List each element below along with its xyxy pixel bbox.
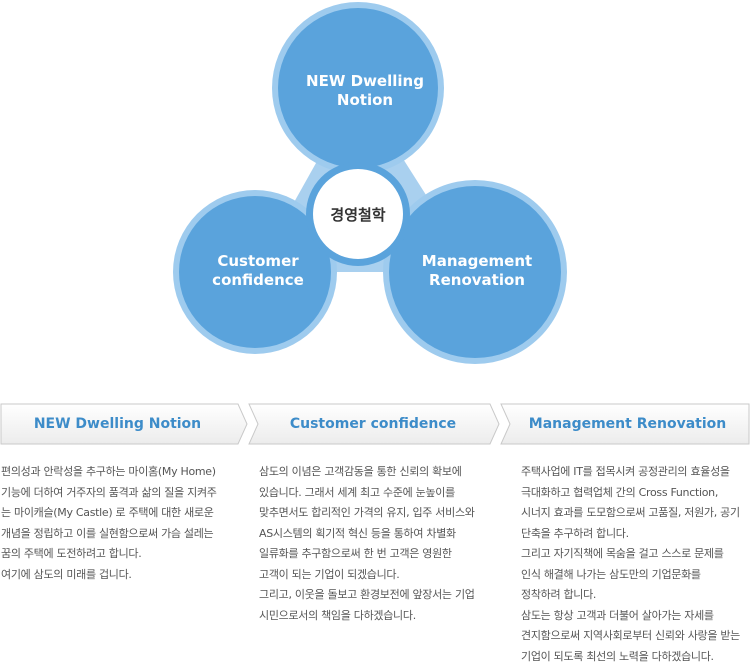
text-line: 시민으로서의 책임을 다하겠습니다. — [259, 606, 499, 627]
text-line: 여기에 삼도의 미래를 겁니다. — [1, 565, 246, 586]
text-line: 는 마이캐슬(My Castle) 로 주택에 대한 새로운 — [1, 503, 246, 524]
circle-left-line1: Customer — [217, 252, 299, 270]
text-line: 단축을 추구하려 합니다. — [521, 524, 750, 545]
text-line: 정착하려 합니다. — [521, 585, 750, 606]
text-line: 기업이 되도록 최선의 노력을 다하겠습니다. — [521, 647, 750, 667]
text-line: 맞추면서도 합리적인 가격의 유지, 입주 서비스와 — [259, 503, 499, 524]
column-management-renovation: 주택사업에 IT를 접목시켜 공정관리의 효율성을 극대화하고 협력업체 간의 … — [521, 462, 750, 667]
text-line: 견지함으로써 지역사회로부터 신뢰와 사랑을 받는 — [521, 626, 750, 647]
circle-right-line2: Renovation — [429, 271, 525, 289]
text-line: 기능에 더하여 거주자의 품격과 삶의 질을 지켜주 — [1, 483, 246, 504]
column-new-dwelling-notion: 편의성과 안락성을 추구하는 마이홈(My Home) 기능에 더하여 거주자의… — [1, 462, 246, 585]
circle-new-dwelling-notion: NEW Dwelling Notion — [272, 2, 444, 174]
text-line: 인식 해결해 나가는 삼도만의 기업문화를 — [521, 565, 750, 586]
text-line: 시너지 효과를 도모함으로써 고품질, 저원가, 공기 — [521, 503, 750, 524]
circle-top-line2: Notion — [337, 91, 393, 109]
text-line: AS시스템의 획기적 혁신 등을 통하여 차별화 — [259, 524, 499, 545]
circle-management-renovation: Management Renovation — [383, 180, 567, 364]
circle-left-line2: confidence — [212, 271, 304, 289]
tab-management-renovation: Management Renovation — [505, 403, 750, 445]
tab-new-dwelling-notion: NEW Dwelling Notion — [0, 403, 235, 445]
philosophy-diagram: NEW Dwelling Notion Customer confidence … — [0, 0, 750, 395]
text-line: 고객이 되는 기업이 되겠습니다. — [259, 565, 499, 586]
text-line: 삼도는 항상 고객과 더불어 살아가는 자세를 — [521, 606, 750, 627]
text-line: 삼도의 이념은 고객감동을 통한 신뢰의 확보에 — [259, 462, 499, 483]
text-line: 꿈의 주택에 도전하려고 합니다. — [1, 544, 246, 565]
tab-customer-confidence: Customer confidence — [253, 403, 493, 445]
circle-right-line1: Management — [422, 252, 532, 270]
text-line: 주택사업에 IT를 접목시켜 공정관리의 효율성을 — [521, 462, 750, 483]
center-label: 경영철학 — [330, 206, 385, 224]
section-tab-bar: NEW Dwelling Notion Customer confidence … — [0, 403, 750, 445]
text-line: 일류화를 추구함으로써 한 번 고객은 영원한 — [259, 544, 499, 565]
column-customer-confidence: 삼도의 이념은 고객감동을 통한 신뢰의 확보에 있습니다. 그래서 세계 최고… — [259, 462, 499, 626]
text-line: 편의성과 안락성을 추구하는 마이홈(My Home) — [1, 462, 246, 483]
text-line: 그리고, 이웃을 돌보고 환경보전에 앞장서는 기업 — [259, 585, 499, 606]
circle-top-line1: NEW Dwelling — [306, 72, 424, 90]
text-line: 극대화하고 협력업체 간의 Cross Function, — [521, 483, 750, 504]
text-line: 그리고 자기직책에 목숨을 걸고 스스로 문제를 — [521, 544, 750, 565]
text-line: 있습니다. 그래서 세계 최고 수준에 눈높이를 — [259, 483, 499, 504]
center-circle: 경영철학 — [306, 162, 410, 266]
text-line: 개념을 정립하고 이를 실현함으로써 가슴 설레는 — [1, 524, 246, 545]
